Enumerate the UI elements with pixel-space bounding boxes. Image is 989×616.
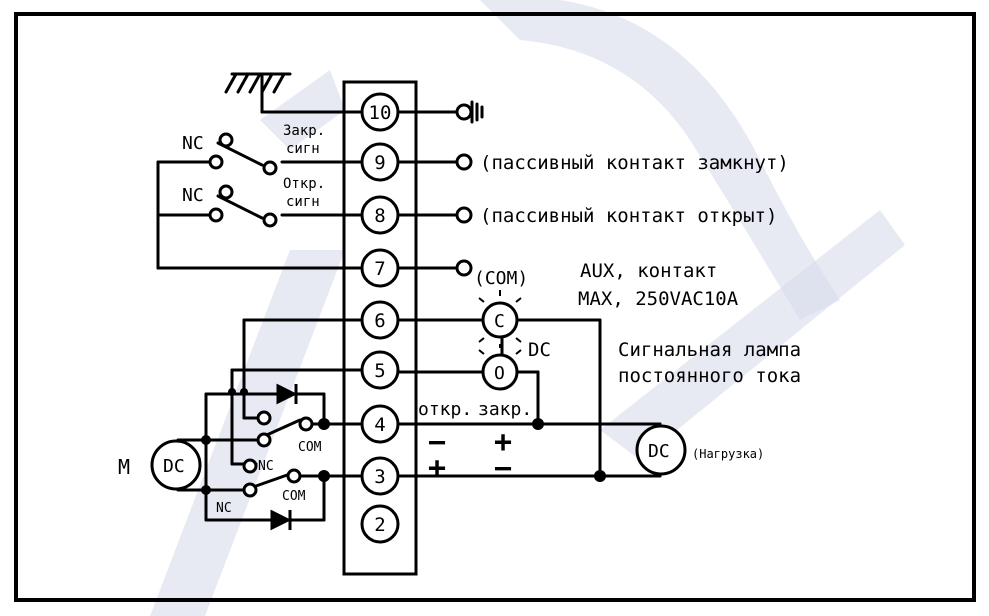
terminal-label-4: 4 xyxy=(374,414,385,436)
terminal-label-3: 3 xyxy=(374,466,385,488)
otkr-label: откр. xyxy=(418,399,472,420)
minus-left: − xyxy=(428,425,446,460)
nc-top-label: NC xyxy=(182,133,204,154)
zakr-label: закр. xyxy=(478,399,532,420)
lamp-label-2: постоянного тока xyxy=(618,365,801,387)
lamp-c xyxy=(481,301,519,339)
motor-m-label: M xyxy=(118,455,130,479)
nc-3-label: NC xyxy=(216,501,232,516)
terminal-circle-2 xyxy=(360,504,400,544)
terminal-label-2: 2 xyxy=(374,514,385,536)
motor-dc-label: DC xyxy=(163,456,185,477)
terminal-label-9: 9 xyxy=(374,152,385,174)
zakr-label-2: сигн xyxy=(286,141,320,157)
terminal-label-10: 10 xyxy=(369,102,392,124)
contact-points xyxy=(208,103,473,498)
plus-right: + xyxy=(494,425,512,460)
com-7-label: (COM) xyxy=(474,268,528,289)
terminal-strip xyxy=(342,80,418,576)
lamp-o xyxy=(481,353,519,391)
load-circle xyxy=(635,424,687,476)
watermark xyxy=(150,0,905,616)
lamp-c-label: C xyxy=(494,311,505,332)
lamp-o-label: O xyxy=(494,363,505,384)
nc-mid-label: NC xyxy=(182,185,204,206)
lamp-label-1: Сигнальная лампа xyxy=(618,339,801,361)
outer-frame xyxy=(14,12,976,602)
load-label: (Нагрузка) xyxy=(692,447,764,461)
plus-left: + xyxy=(428,451,446,486)
terminal-block: 10 9 8 7 6 5 4 3 2 xyxy=(360,92,400,544)
terminal-label-8: 8 xyxy=(374,205,385,227)
wires xyxy=(156,72,662,522)
otkr-label-2: сигн xyxy=(286,194,320,210)
aux-label-2: MAX, 250VAC10A xyxy=(578,288,739,310)
aux-label-1: AUX, контакт xyxy=(580,260,717,282)
lamp-rays xyxy=(478,290,522,355)
terminal-label-6: 6 xyxy=(374,310,385,332)
diodes xyxy=(270,383,298,531)
terminal-label-7: 7 xyxy=(374,258,385,280)
lamp-indicators xyxy=(481,301,519,391)
nc-4-label: NC xyxy=(258,459,274,474)
passive-open-label: (пассивный контакт открыт) xyxy=(480,205,777,227)
motor-circle xyxy=(150,439,202,491)
zakr-label-1: Закр. xyxy=(283,123,325,139)
passive-closed-label: (пассивный контакт замкнут) xyxy=(480,152,789,174)
minus-right: − xyxy=(494,451,512,486)
com-4-label: COM xyxy=(298,440,322,455)
otkr-label-1: Откр. xyxy=(283,176,325,192)
terminal-label-5: 5 xyxy=(374,360,385,382)
com-3-label: COM xyxy=(282,489,306,504)
junction-dots xyxy=(201,388,606,495)
dc-lamp-label: DC xyxy=(528,339,551,361)
load-dc-label: DC xyxy=(648,441,670,462)
